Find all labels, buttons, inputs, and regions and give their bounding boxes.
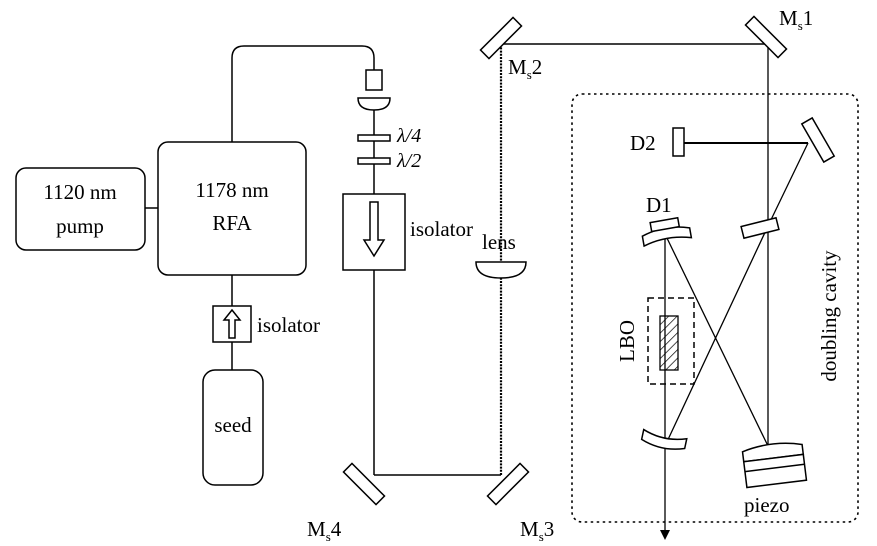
rfa-label-line2: RFA (212, 211, 252, 235)
focusing-lens (475, 261, 527, 279)
half-waveplate (357, 157, 391, 165)
isolator-down-arrow-icon (362, 201, 386, 258)
ms4-label: Ms4 (307, 517, 342, 544)
cavity-mirror-top-right (800, 116, 836, 164)
pump-label-line1: 1120 nm (43, 180, 116, 204)
ms3-label: Ms3 (520, 517, 554, 544)
quarter-waveplate-label: λ/4 (396, 125, 421, 147)
lbo-label: LBO (615, 320, 639, 362)
d1-label: D1 (646, 193, 672, 217)
piezo-mirror (741, 442, 808, 489)
d2-label: D2 (630, 131, 656, 155)
cavity-mirror-d1 (641, 216, 693, 248)
mirror-ms4 (342, 462, 386, 506)
ms2-label: Ms2 (508, 55, 542, 82)
main-isolator-box (342, 193, 406, 271)
mirror-ms1 (744, 15, 788, 59)
seed-box (202, 369, 264, 486)
main-isolator-label: isolator (410, 217, 473, 241)
seed-isolator-label: isolator (257, 313, 320, 337)
cavity-beam-diag-2 (664, 225, 769, 447)
lbo-crystal (659, 315, 679, 371)
rfa-label-line1: 1178 nm (195, 178, 268, 202)
mirror-ms3 (486, 462, 530, 506)
lens-label: lens (482, 230, 516, 254)
doubling-cavity-label: doubling cavity (817, 250, 841, 382)
pump-label-line2: pump (56, 214, 104, 238)
cavity-input-coupler (740, 216, 780, 240)
rfa-box (157, 141, 307, 276)
quarter-waveplate (357, 134, 391, 142)
half-waveplate-label: λ/2 (396, 150, 421, 172)
seed-label: seed (214, 413, 252, 437)
cavity-beam-to-top-mirror (767, 142, 809, 227)
cavity-beam-diag-1 (664, 233, 769, 447)
mirror-ms2 (479, 16, 523, 60)
lbo-dashed-box (647, 297, 695, 385)
fiber-connector (365, 69, 383, 91)
seed-isolator-box (212, 305, 252, 343)
fiber-rfa-output (231, 45, 375, 142)
doubling-cavity-enclosure (571, 93, 859, 523)
pump-box (15, 167, 146, 251)
collimator-lens (357, 97, 391, 111)
piezo-label: piezo (744, 493, 789, 517)
isolator-up-arrow-icon (222, 308, 242, 339)
ms1-label: Ms1 (779, 6, 813, 33)
detector-d2 (672, 127, 685, 157)
cavity-mirror-bottom-left (640, 428, 688, 450)
output-arrow-icon (660, 530, 670, 540)
